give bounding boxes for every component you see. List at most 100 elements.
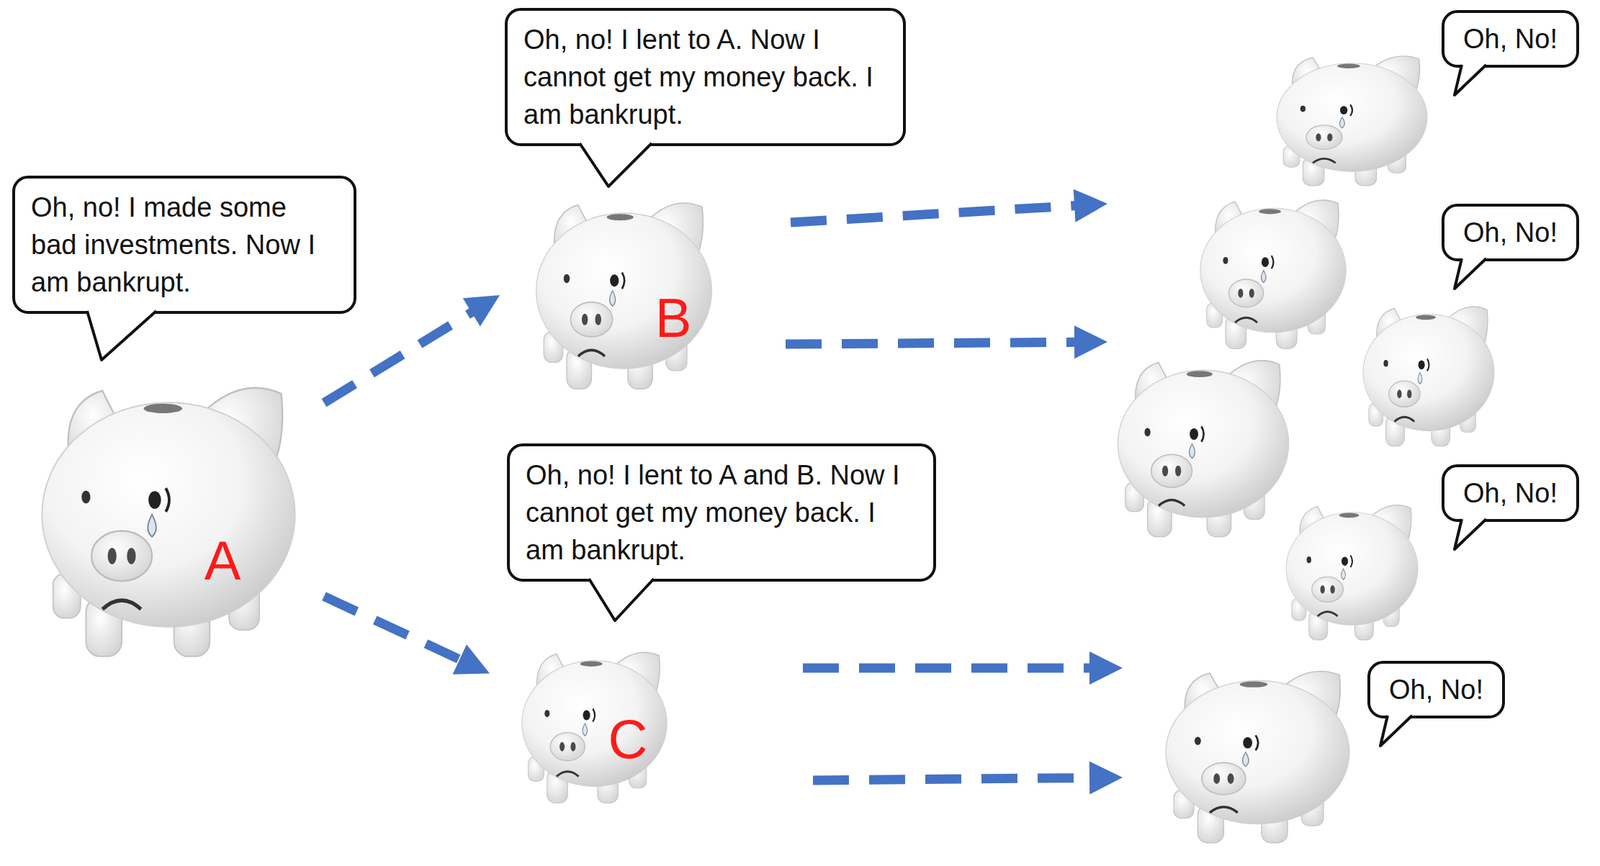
pig-nostril	[1407, 389, 1412, 399]
pig-eye	[1383, 360, 1388, 367]
pig-eye	[1418, 360, 1426, 370]
pig-brow	[1271, 255, 1274, 269]
speech-bubble: Oh, No!	[1441, 464, 1580, 523]
pig-frown	[1209, 807, 1238, 813]
pig-nostril	[594, 313, 601, 326]
piggy-bank-illustration	[1200, 200, 1346, 349]
pig-frown	[1317, 612, 1338, 617]
tail-outline	[1454, 258, 1487, 289]
pig-snout	[550, 733, 585, 762]
pig-frown	[102, 600, 141, 610]
bubble-text: Oh, No!	[1463, 20, 1558, 58]
speech-tail	[507, 143, 659, 190]
dashed-arrow	[324, 596, 490, 674]
pig-snout	[570, 302, 613, 337]
pig-nostril	[1162, 465, 1168, 477]
tail-fill	[589, 578, 654, 621]
tail-fill	[579, 143, 652, 187]
coin-slot	[144, 403, 183, 414]
tail-fill	[1454, 258, 1487, 289]
pig-brow	[165, 488, 170, 512]
pig-eye	[1194, 737, 1202, 746]
pig-letter: C	[608, 712, 649, 767]
pig-eye	[609, 274, 619, 287]
coin-slot	[1239, 681, 1269, 687]
pig-nostril	[1329, 585, 1335, 595]
speech-tail	[1444, 258, 1494, 292]
bubble-text: Oh, No!	[1389, 671, 1484, 709]
dashed-line	[785, 342, 1076, 345]
pig-tear	[1341, 568, 1346, 580]
pig-nostril	[1315, 133, 1321, 142]
pig-snout	[1389, 380, 1421, 407]
pig-brow	[1255, 735, 1258, 751]
pig-brow	[622, 272, 625, 289]
pig-nostril	[108, 547, 117, 565]
speech-tail	[1370, 715, 1420, 749]
pig-nostril	[1320, 585, 1325, 595]
speech-bubble: Oh, No!	[1367, 661, 1505, 719]
bubble-text: Oh, no! I made some bad investments. Now…	[30, 188, 338, 301]
pig-frown	[1312, 158, 1336, 163]
pig-eye	[583, 710, 591, 721]
coin-slot	[1337, 64, 1361, 69]
coin-slot	[580, 661, 603, 667]
coin-slot	[1415, 314, 1436, 320]
pig-snout	[1151, 454, 1193, 488]
pig-nostril	[1175, 465, 1181, 477]
bubble-text: Oh, no! I lent to A. Now I cannot get my…	[523, 20, 888, 134]
speech-bubble: Oh, no! I lent to A and B. Now I cannot …	[506, 443, 937, 582]
pig-tear	[147, 514, 156, 538]
piggy-bank: C	[489, 637, 679, 811]
pig-eye	[81, 490, 91, 504]
bubble-text: Oh, No!	[1463, 213, 1558, 252]
pig-frown	[556, 771, 579, 777]
arrow-head	[1089, 651, 1123, 685]
pig-nostril	[559, 742, 565, 752]
dashed-line	[802, 663, 1091, 674]
coin-slot	[1186, 370, 1213, 378]
pig-letter: A	[204, 533, 242, 589]
tail-outline	[1380, 715, 1413, 746]
arrow-head	[1073, 189, 1108, 223]
tail-fill	[1454, 64, 1487, 96]
pig-body	[1276, 63, 1428, 172]
pig-eye	[1340, 105, 1348, 115]
pig-tear	[609, 290, 616, 307]
pig-body	[1117, 370, 1289, 518]
pig-nostril	[1237, 288, 1243, 299]
pig-body	[522, 661, 667, 788]
tail-fill	[1380, 715, 1413, 746]
arrow-head	[452, 644, 490, 675]
bubble-text: Oh, no! I lent to A and B. Now I cannot …	[525, 456, 918, 569]
pig-body	[1200, 208, 1346, 333]
pig-tear	[582, 723, 588, 736]
pig-nostril	[581, 313, 588, 326]
bubble-text: Oh, No!	[1463, 474, 1558, 512]
pig-eye	[563, 274, 570, 283]
piggy-bank-drawing	[515, 640, 674, 807]
tail-fill	[1454, 519, 1487, 550]
pig-eye	[1261, 257, 1269, 268]
pig-body	[1165, 680, 1350, 824]
tail-outline	[579, 143, 652, 187]
pig-nostril	[570, 742, 576, 752]
dashed-line	[812, 777, 1091, 781]
piggy-bank: B	[499, 188, 723, 398]
piggy-bank-illustration	[1286, 505, 1418, 641]
dashed-arrow	[790, 189, 1108, 223]
piggy-bank-illustration	[1363, 306, 1495, 447]
pig-brow	[1427, 358, 1429, 371]
dashed-line	[324, 311, 473, 404]
pig-frown	[1158, 500, 1185, 507]
dashed-line	[324, 596, 461, 660]
dashed-arrow	[802, 651, 1123, 685]
dashed-arrow	[812, 761, 1123, 795]
pig-nostril	[1213, 773, 1220, 785]
pig-eye	[1189, 428, 1199, 440]
tail-outline	[589, 578, 654, 621]
pig-eye	[1306, 556, 1312, 564]
pig-snout	[1311, 576, 1344, 602]
dashed-line	[790, 205, 1076, 223]
pig-frown	[578, 349, 605, 357]
